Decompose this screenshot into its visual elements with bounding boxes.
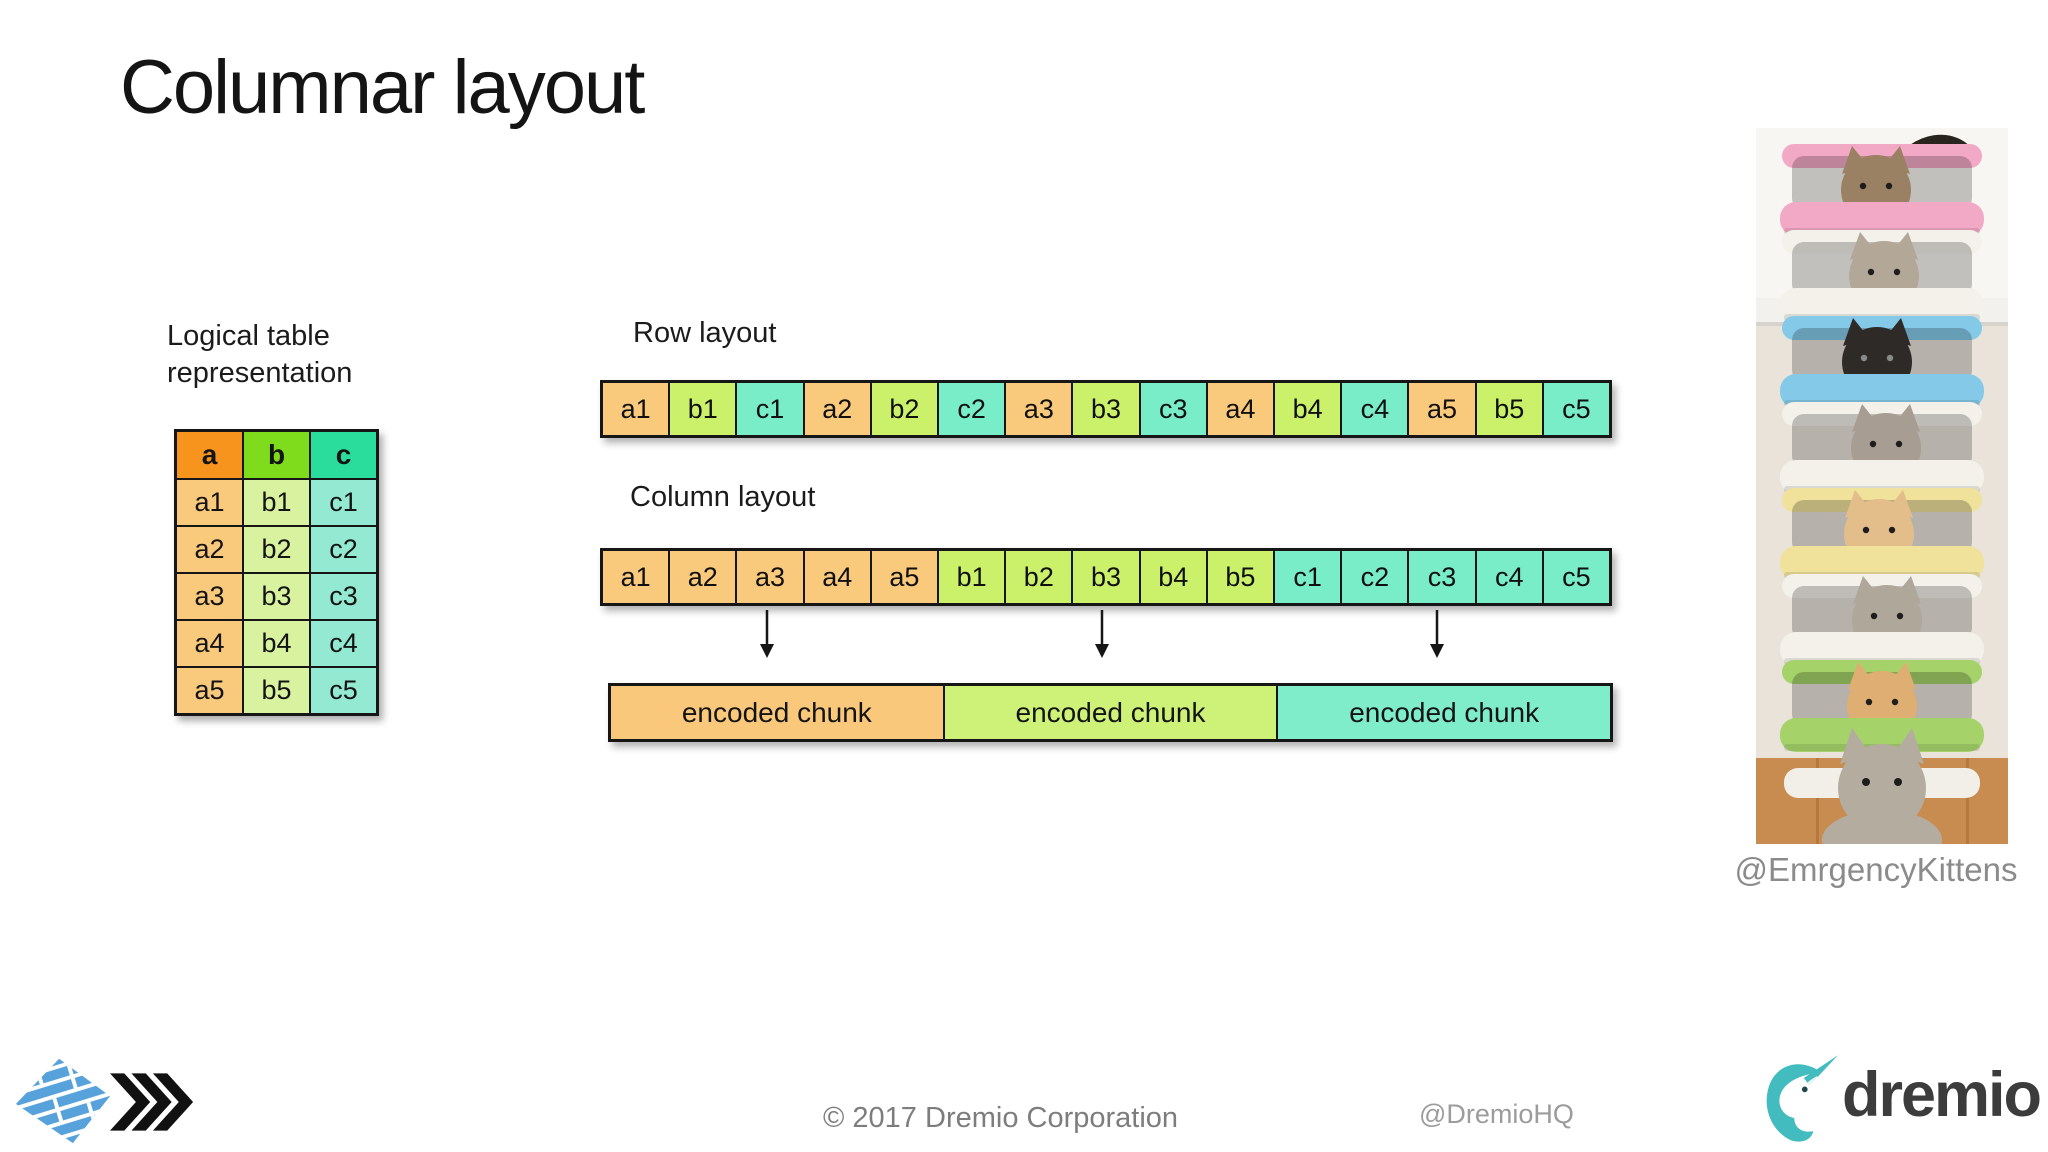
- encoded-chunk-c: encoded chunk: [1278, 686, 1611, 739]
- strip-cell-c1: c1: [1275, 551, 1343, 603]
- strip-cell-c4: c4: [1476, 551, 1544, 603]
- logical-table-cell-c5: c5: [309, 666, 379, 716]
- strip-cell-b3: b3: [1073, 551, 1141, 603]
- strip-cell-c3: c3: [1409, 551, 1477, 603]
- logical-table-cell-b2: b2: [242, 525, 311, 574]
- logical-table-header-a: a: [174, 429, 244, 480]
- photo-caption: @EmrgencyKittens: [1734, 851, 2018, 888]
- strip-cell-a3: a3: [1006, 383, 1074, 435]
- logical-table-cell-c4: c4: [309, 619, 379, 668]
- front-cat: [1784, 728, 1980, 844]
- strip-cell-a2: a2: [670, 551, 738, 603]
- strip-cell-c3: c3: [1140, 383, 1208, 435]
- arrow-chevrons-icon: [110, 1073, 194, 1131]
- strip-cell-c2: c2: [939, 383, 1007, 435]
- strip-cell-c5: c5: [1543, 383, 1610, 435]
- narwhal-icon: [1766, 1055, 1839, 1142]
- strip-cell-c1: c1: [737, 383, 805, 435]
- basket-tier-3: [1780, 316, 1984, 408]
- page-title: Columnar layout: [120, 45, 645, 130]
- logical-table-cell-a1: a1: [174, 478, 244, 527]
- dremio-wordmark: dremio: [1842, 1060, 2042, 1130]
- logical-table-cell-c2: c2: [309, 525, 379, 574]
- strip-cell-b5: b5: [1207, 551, 1276, 603]
- strip-cell-a1: a1: [603, 551, 671, 603]
- strip-cell-b2: b2: [1006, 551, 1074, 603]
- basket-tier-7: [1780, 660, 1984, 752]
- basket-tier-2: [1780, 230, 1984, 322]
- strip-cell-c5: c5: [1543, 551, 1610, 603]
- strip-cell-b4: b4: [1140, 551, 1208, 603]
- strip-cell-c4: c4: [1342, 383, 1410, 435]
- strip-cell-b1: b1: [670, 383, 738, 435]
- logical-table-cell-a3: a3: [174, 572, 244, 621]
- kittens-photo: [1756, 128, 2008, 844]
- strip-cell-b2: b2: [871, 383, 940, 435]
- strip-cell-a1: a1: [603, 383, 671, 435]
- twitter-handle: @DremioHQ: [1419, 1099, 1574, 1129]
- row-layout-label: Row layout: [633, 317, 777, 349]
- strip-cell-b4: b4: [1275, 383, 1343, 435]
- logical-table-cell-b3: b3: [242, 572, 311, 621]
- copyright-text: © 2017 Dremio Corporation: [823, 1102, 1179, 1134]
- logical-table-cell-a5: a5: [174, 666, 244, 716]
- encoded-chunk-b: encoded chunk: [944, 686, 1279, 739]
- strip-cell-a3: a3: [737, 551, 805, 603]
- basket-stack: [1780, 144, 1984, 844]
- down-arrow-icon: [760, 610, 774, 658]
- logical-table-header-c: c: [309, 429, 379, 480]
- column-layout-label: Column layout: [630, 481, 816, 513]
- strip-cell-a5: a5: [1409, 383, 1477, 435]
- logical-table-cell-c3: c3: [309, 572, 379, 621]
- parquet-logo-icon: [15, 1058, 111, 1144]
- logical-table-cell-c1: c1: [309, 478, 379, 527]
- logical-table-cell-b4: b4: [242, 619, 311, 668]
- basket-tier-4: [1780, 402, 1984, 494]
- strip-cell-b3: b3: [1073, 383, 1141, 435]
- down-arrow-icon: [1430, 610, 1444, 658]
- basket-tier-6: [1780, 574, 1984, 666]
- strip-cell-a5: a5: [871, 551, 940, 603]
- strip-cell-a2: a2: [804, 383, 872, 435]
- logical-table-label: Logical table representation: [167, 318, 352, 392]
- down-arrow-icon: [1095, 610, 1109, 658]
- logical-table-cell-b1: b1: [242, 478, 311, 527]
- strip-cell-b5: b5: [1476, 383, 1544, 435]
- strip-cell-b1: b1: [939, 551, 1007, 603]
- basket-tier-5: [1780, 488, 1984, 580]
- logical-table-cell-b5: b5: [242, 666, 311, 716]
- logical-table-label-line2: representation: [167, 357, 353, 389]
- strip-cell-a4: a4: [1207, 383, 1276, 435]
- basket-tier-1: [1780, 144, 1984, 236]
- encoded-chunk-a: encoded chunk: [611, 686, 945, 739]
- strip-cell-c2: c2: [1342, 551, 1410, 603]
- logical-table-cell-a4: a4: [174, 619, 244, 668]
- strip-cell-a4: a4: [804, 551, 872, 603]
- logical-table-header-b: b: [242, 429, 311, 480]
- logical-table-label-line1: Logical table: [167, 320, 330, 352]
- logical-table-cell-a2: a2: [174, 525, 244, 574]
